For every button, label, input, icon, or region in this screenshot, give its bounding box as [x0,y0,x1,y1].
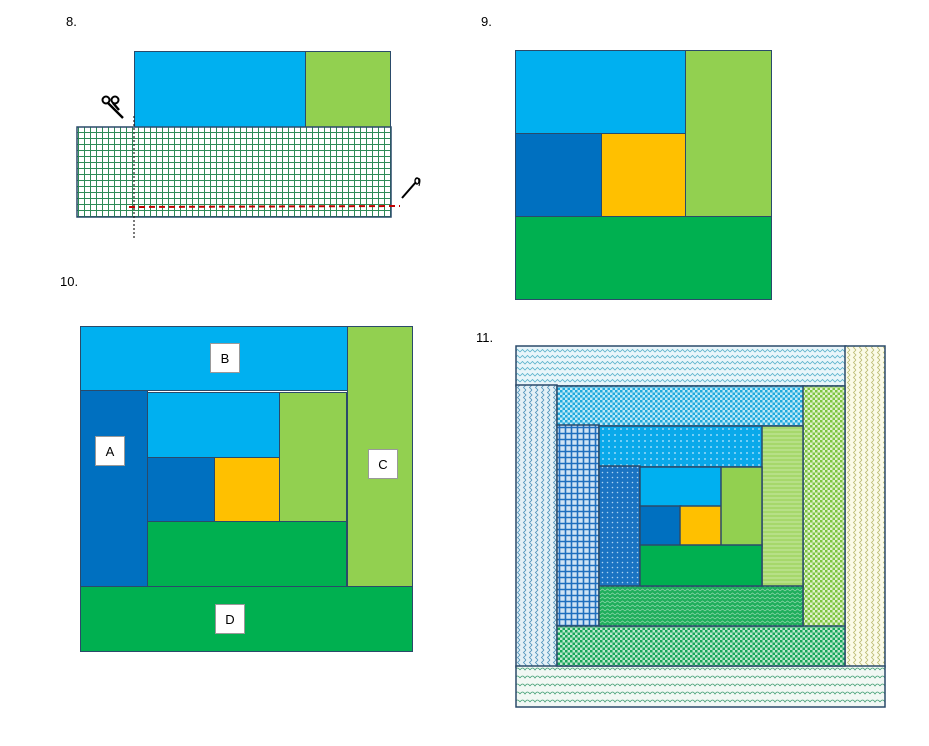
center-light-green [720,466,763,547]
round2-left-strip [598,465,641,588]
light-green-piece [305,51,391,128]
inner-light-green [279,392,347,522]
step-9-label: 9. [481,14,492,29]
light-blue-piece [134,51,306,128]
round3-bottom-strip [556,625,846,667]
round3-right-strip [802,385,846,628]
yellow-center-piece [601,133,686,217]
inner-yellow-center [214,457,280,522]
label-a: A [95,436,125,466]
label-c: C [368,449,398,479]
center-green [639,544,763,587]
outer-right-strip [844,345,886,668]
outer-top-strip [515,345,847,387]
round3-top-strip [556,385,805,427]
inner-light-blue [147,392,280,458]
label-d: D [215,604,245,634]
green-piece [515,216,772,300]
inner-dark-blue [147,457,215,522]
gingham-strip [76,126,392,218]
round3-left-strip [556,424,600,628]
step-11-label: 11. [476,330,494,345]
needle-icon [401,177,421,199]
light-green-piece [685,50,772,217]
center-light-blue [639,466,723,508]
round2-top-strip [598,425,764,468]
step-10-label: 10. [60,274,79,289]
round2-bottom-strip [598,585,804,627]
inner-green [147,521,347,587]
step-8-label: 8. [66,14,77,29]
center-dark-blue [639,505,682,547]
outer-bottom-strip [515,665,886,708]
round2-right-strip [761,425,804,588]
seam-line [128,205,401,208]
center-yellow [679,505,723,547]
label-b: B [210,343,240,373]
outer-left-strip [515,384,558,668]
scissors-icon [101,95,124,119]
